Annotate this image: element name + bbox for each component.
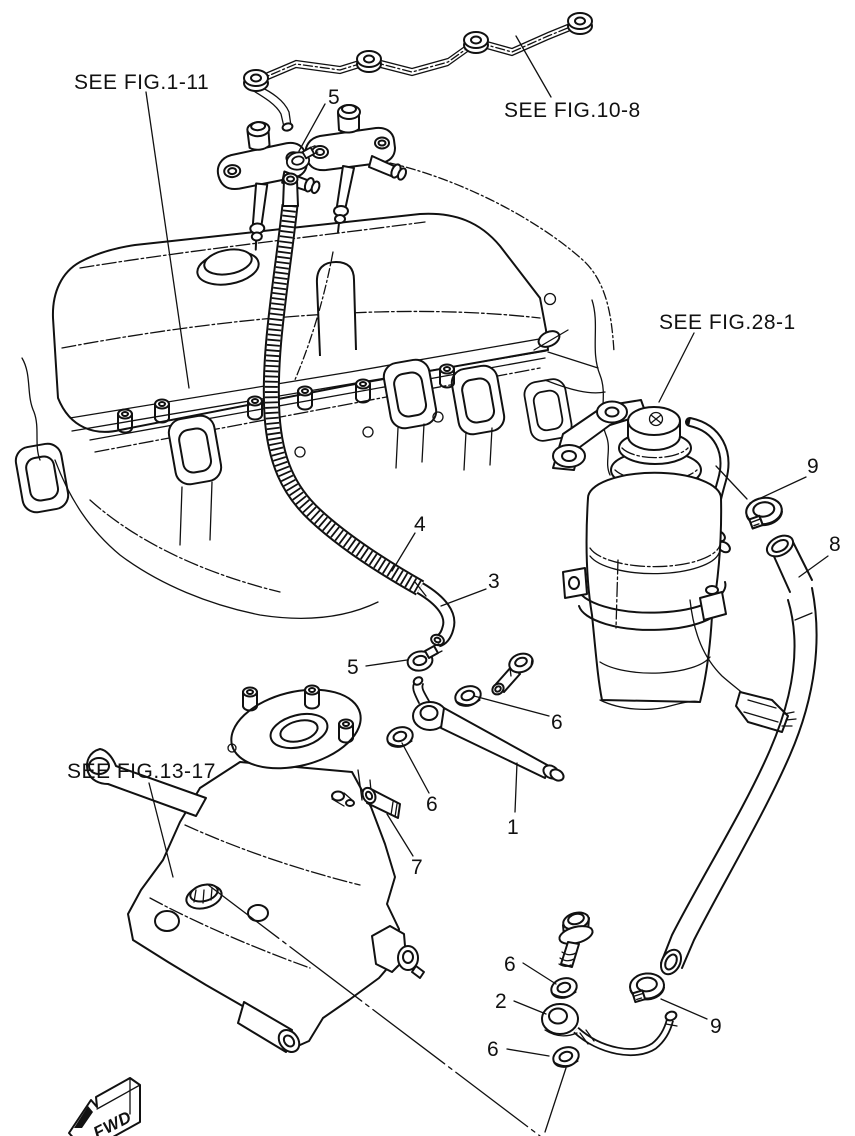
engine-cylinder-head xyxy=(12,212,611,619)
injector-phantom-line xyxy=(293,251,334,383)
banjo-bolt-1-assembly xyxy=(412,676,565,782)
injection-pump xyxy=(86,684,425,1053)
callout-9-pipe: 9 xyxy=(710,1015,722,1038)
electrical-connector xyxy=(735,691,797,733)
hose-clamp-9-pipe xyxy=(627,971,667,1004)
callout-5-mid: 5 xyxy=(347,656,359,679)
fwd-direction-icon: FWD xyxy=(68,1077,141,1136)
ref-fig-13-17: SEE FIG.13-17 xyxy=(67,760,216,783)
leader-lines xyxy=(145,35,829,1057)
hose-clamp-5-mid xyxy=(404,643,443,674)
callout-3: 3 xyxy=(488,570,500,593)
elbow-hose-3 xyxy=(414,581,456,648)
oil-filler-cap xyxy=(196,248,260,286)
ref-fig-28-1: SEE FIG.28-1 xyxy=(659,311,796,334)
washer-6-mid xyxy=(383,722,417,752)
banjo-pipe-2 xyxy=(541,1003,678,1056)
pipe-grommet xyxy=(243,69,269,92)
callout-7: 7 xyxy=(411,856,423,879)
ref-fig-1-11: SEE FIG.1-11 xyxy=(74,71,209,94)
fuel-injector xyxy=(304,104,409,233)
overflow-bolt xyxy=(491,652,534,696)
pipe-grommet xyxy=(463,31,489,54)
callout-6-bolt: 6 xyxy=(504,953,516,976)
callout-2: 2 xyxy=(495,990,507,1013)
corrugated-hose-4 xyxy=(262,172,425,596)
washer-6-upper xyxy=(451,681,485,711)
exhaust-port xyxy=(448,362,508,438)
washer-6-bolt xyxy=(547,973,581,1003)
fuel-hose-8 xyxy=(659,534,818,976)
hose-clamp-9-filter xyxy=(743,494,785,531)
engine-to-filter-phantom-line xyxy=(389,162,615,353)
flange-bolt xyxy=(558,911,594,968)
assembly-phantom-lines xyxy=(206,465,748,1136)
callout-6-bottom: 6 xyxy=(487,1038,499,1061)
spacer-7 xyxy=(361,786,401,819)
fuel-filter-assembly xyxy=(552,399,797,733)
washer-6-bottom xyxy=(549,1042,583,1072)
exhaust-port xyxy=(165,412,225,488)
callout-8: 8 xyxy=(829,533,841,556)
pipe-grommet xyxy=(567,12,593,35)
callout-9-filter: 9 xyxy=(807,455,819,478)
pipe-grommet xyxy=(356,50,382,73)
callout-5-top: 5 xyxy=(328,86,340,109)
callout-6-mid: 6 xyxy=(426,793,438,816)
ref-fig-10-8: SEE FIG.10-8 xyxy=(504,99,641,122)
fuel-return-pipe xyxy=(243,12,593,132)
callout-4: 4 xyxy=(414,513,426,536)
callout-1: 1 xyxy=(507,816,519,839)
callout-6-upper: 6 xyxy=(551,711,563,734)
